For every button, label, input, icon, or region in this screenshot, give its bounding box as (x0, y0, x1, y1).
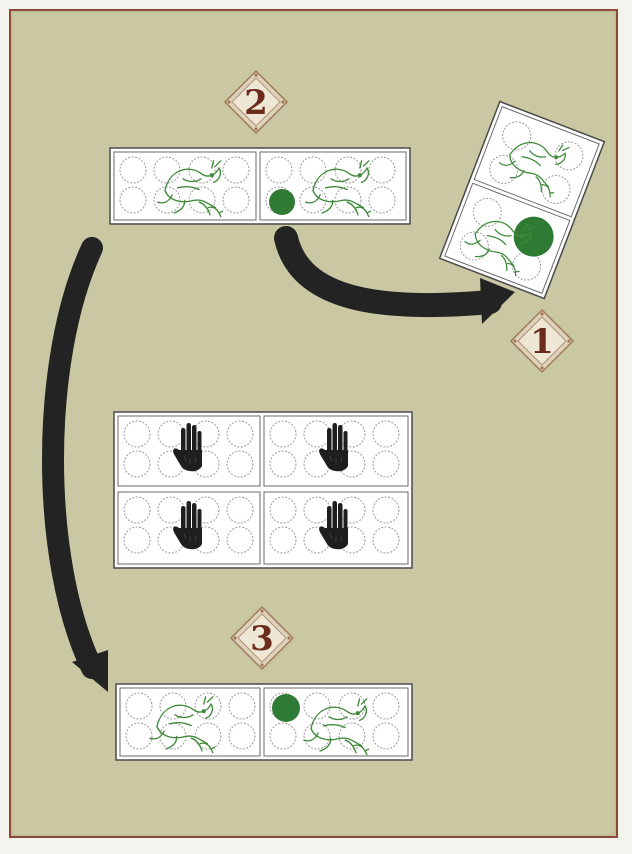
bottom-tile-left (120, 688, 260, 756)
green-token (272, 694, 300, 722)
hand-tile (118, 492, 260, 564)
bottom-tile-pair (116, 684, 412, 760)
hand-tile (264, 416, 408, 486)
hand-tile (118, 416, 260, 486)
bottom-tile-right (264, 688, 408, 756)
step-label-3: 3 (250, 619, 274, 659)
green-token (269, 189, 295, 215)
top-tile-pair (110, 148, 410, 224)
step-label-1: 1 (530, 322, 554, 362)
hand-tile-grid (114, 412, 412, 568)
hand-tile (264, 492, 408, 564)
step-label-2: 2 (244, 83, 268, 123)
top-tile-left (114, 152, 256, 220)
top-tile-right (260, 152, 406, 220)
